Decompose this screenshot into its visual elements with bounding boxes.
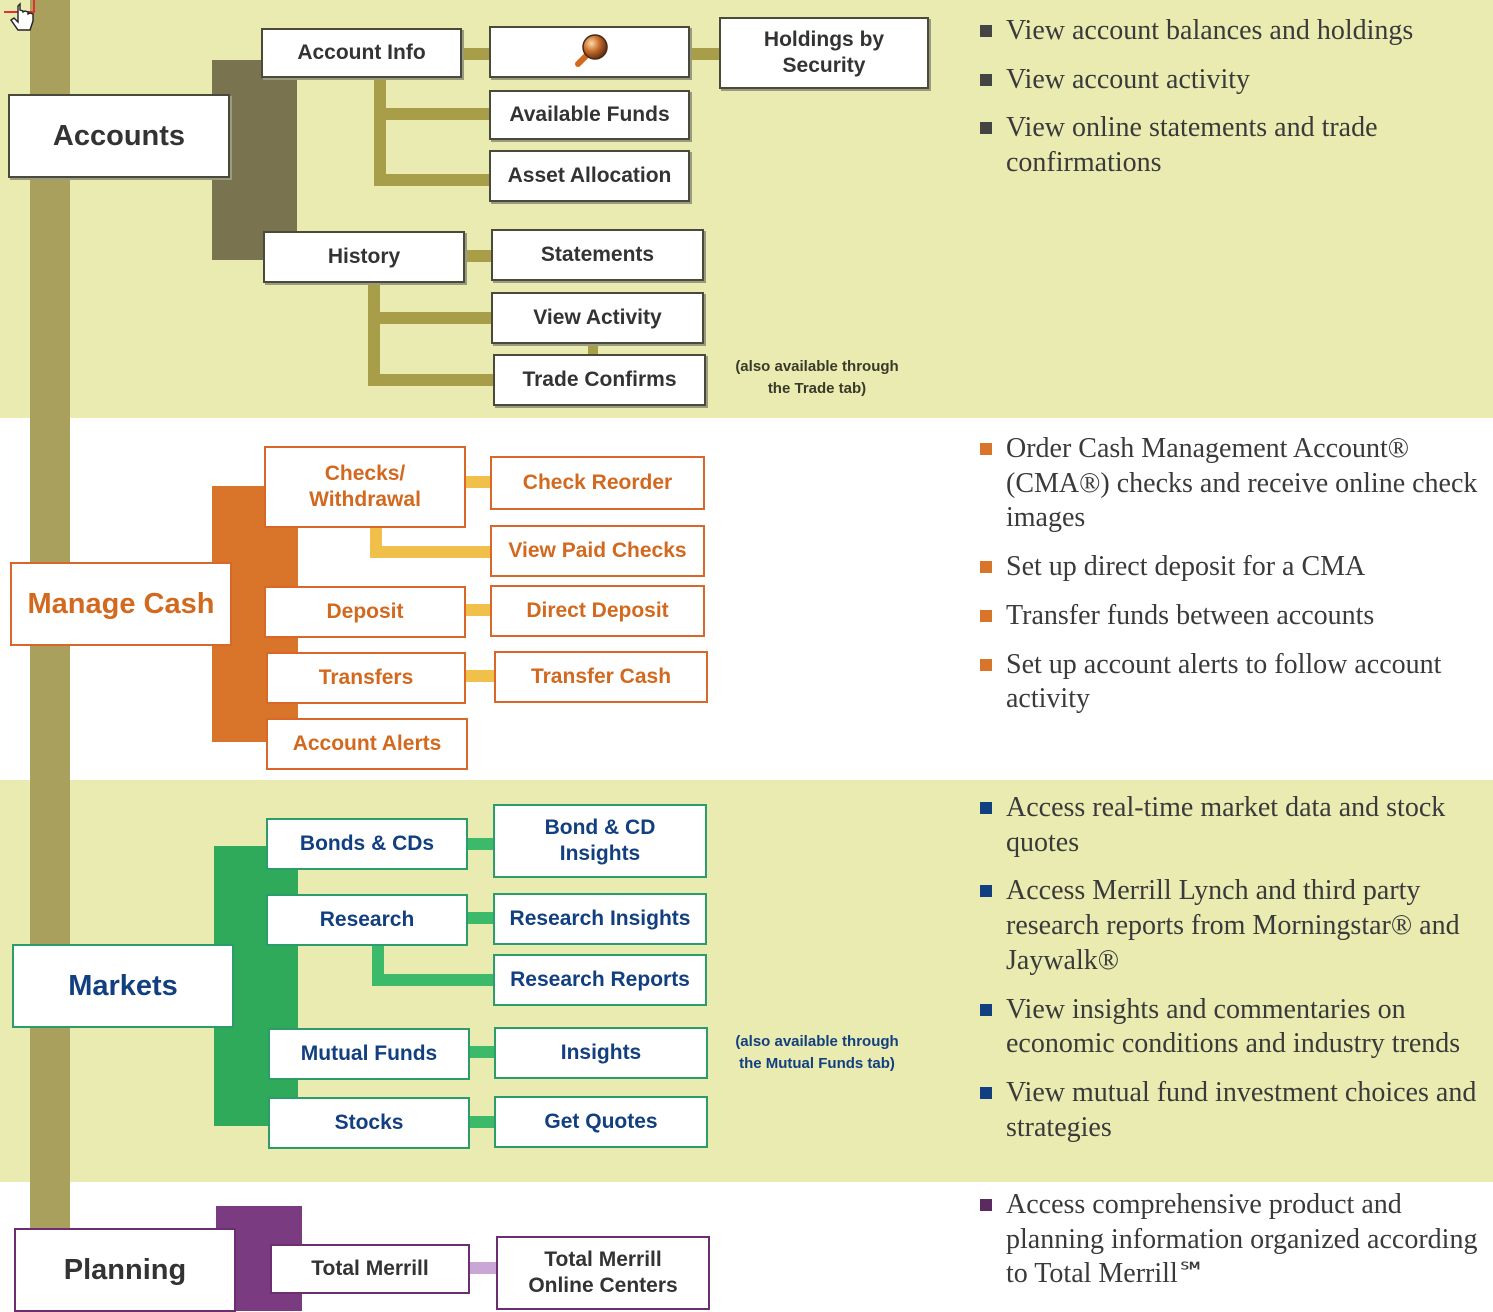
available-funds-box[interactable]: Available Funds: [489, 90, 690, 140]
markets-connector: [466, 1116, 494, 1128]
bullet-item: Order Cash Management Account® (CMA®) ch…: [978, 432, 1488, 536]
total-merrill-box[interactable]: Total Merrill: [270, 1244, 470, 1294]
account-alerts-box[interactable]: Account Alerts: [266, 718, 468, 770]
planning-connector: [468, 1262, 496, 1274]
bullet-item: Access real-time market data and stock q…: [978, 791, 1488, 860]
markets-bullets: Access real-time market data and stock q…: [978, 791, 1488, 1159]
main-spine: [30, 0, 70, 1311]
bonds-cds-box[interactable]: Bonds & CDs: [266, 818, 468, 870]
magnifier-icon: [574, 34, 608, 67]
accounts-connector: [464, 250, 494, 262]
accounts-connector: [460, 48, 492, 60]
accounts-connector: [368, 312, 494, 324]
history-box[interactable]: History: [263, 231, 465, 283]
bullet-item: View mutual fund investment choices and …: [978, 1076, 1488, 1145]
markets-connector: [466, 912, 494, 924]
statements-box[interactable]: Statements: [491, 229, 704, 281]
bullet-item: Transfer funds between accounts: [978, 599, 1488, 634]
bullet-item: Set up direct deposit for a CMA: [978, 550, 1488, 585]
accounts-bullets: View account balances and holdings View …: [978, 14, 1488, 195]
insights-box[interactable]: Insights: [494, 1027, 708, 1079]
total-merrill-online-centers-box[interactable]: Total Merrill Online Centers: [496, 1236, 710, 1310]
transfer-cash-box[interactable]: Transfer Cash: [494, 651, 708, 703]
markets-connector: [466, 1046, 494, 1058]
accounts-connector: [374, 174, 492, 186]
research-insights-box[interactable]: Research Insights: [493, 893, 707, 945]
search-box[interactable]: [489, 26, 690, 78]
trade-tab-note: (also available through the Trade tab): [735, 358, 899, 397]
accounts-connector: [374, 76, 386, 186]
deposit-box[interactable]: Deposit: [264, 586, 466, 638]
planning-box[interactable]: Planning: [14, 1228, 236, 1312]
markets-connector: [466, 838, 494, 850]
cash-connector: [370, 546, 492, 558]
planning-bullets: Access comprehensive product and plannin…: [978, 1188, 1488, 1306]
accounts-connector: [688, 48, 722, 60]
asset-allocation-box[interactable]: Asset Allocation: [489, 150, 690, 202]
view-paid-checks-box[interactable]: View Paid Checks: [490, 525, 705, 577]
accounts-connector: [368, 374, 494, 386]
direct-deposit-box[interactable]: Direct Deposit: [490, 585, 705, 637]
accounts-connector: [374, 108, 492, 120]
check-reorder-box[interactable]: Check Reorder: [490, 456, 705, 510]
mutual-funds-box[interactable]: Mutual Funds: [268, 1028, 470, 1080]
markets-box[interactable]: Markets: [12, 944, 234, 1028]
research-box[interactable]: Research: [266, 894, 468, 946]
cash-connector: [464, 604, 492, 616]
accounts-box[interactable]: Accounts: [8, 94, 230, 178]
mutual-funds-tab-note: (also available through the Mutual Funds…: [735, 1033, 899, 1072]
accounts-connector: [368, 282, 380, 386]
bullet-item: View online statements and trade confirm…: [978, 111, 1488, 180]
account-info-box[interactable]: Account Info: [261, 28, 462, 78]
cash-bullets: Order Cash Management Account® (CMA®) ch…: [978, 432, 1488, 731]
bullet-item: View account balances and holdings: [978, 14, 1488, 49]
checks-withdrawal-box[interactable]: Checks/ Withdrawal: [264, 446, 466, 528]
accounts-connector: [588, 342, 598, 356]
bullet-item: Set up account alerts to follow account …: [978, 648, 1488, 717]
get-quotes-box[interactable]: Get Quotes: [494, 1096, 708, 1148]
cash-connector: [464, 670, 496, 682]
bond-cd-insights-box[interactable]: Bond & CD Insights: [493, 804, 707, 878]
markets-connector: [372, 974, 494, 986]
transfers-box[interactable]: Transfers: [266, 652, 466, 704]
trade-confirms-box[interactable]: Trade Confirms: [493, 354, 706, 406]
stocks-box[interactable]: Stocks: [268, 1097, 470, 1149]
manage-cash-box[interactable]: Manage Cash: [10, 562, 232, 646]
bullet-item: Access comprehensive product and plannin…: [978, 1188, 1488, 1292]
holdings-by-security-box[interactable]: Holdings by Security: [719, 17, 929, 89]
bullet-item: View account activity: [978, 63, 1488, 98]
accounts-connector: [212, 60, 267, 74]
hand-cursor-icon: [4, 0, 35, 31]
bullet-item: View insights and commentaries on econom…: [978, 993, 1488, 1062]
view-activity-box[interactable]: View Activity: [491, 292, 704, 344]
bullet-item: Access Merrill Lynch and third party res…: [978, 874, 1488, 978]
cash-connector: [464, 476, 492, 488]
research-reports-box[interactable]: Research Reports: [493, 954, 707, 1006]
